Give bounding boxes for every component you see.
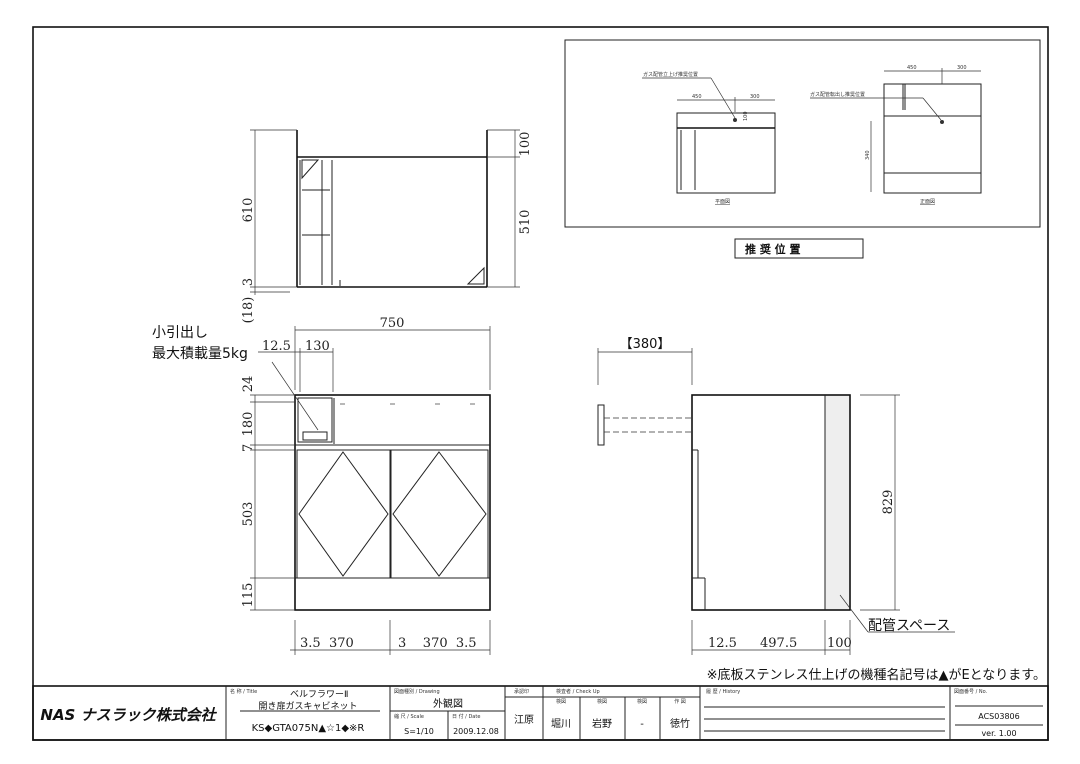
- check-col: 検図: [597, 698, 607, 705]
- dim-829: 829: [881, 490, 896, 515]
- inset-plan-450: 450: [692, 94, 702, 100]
- dim-610: 610: [241, 198, 256, 223]
- drawing-type: 外観図: [433, 697, 463, 710]
- title-line1: ベルフラワーⅡ: [290, 689, 348, 700]
- checker: 岩野: [592, 717, 612, 730]
- inset-front-300: 300: [957, 65, 967, 71]
- check-label: 検査者 / Check Up: [556, 688, 600, 695]
- dim-12-5-side: 12.5: [708, 636, 737, 651]
- dim-510: 510: [518, 210, 533, 235]
- inset-front-450: 450: [907, 65, 917, 71]
- dim-130: 130: [305, 339, 330, 354]
- pipe-space-label: 配管スペース: [868, 618, 950, 634]
- dim-7: 7: [241, 444, 256, 452]
- number-label: 図面番号 / No.: [954, 688, 988, 695]
- small-drawer: [297, 397, 333, 443]
- dim-12-5: 12.5: [262, 339, 291, 354]
- front-view: 750 12.5 130 24 180 7 503 115 3.5 370 3 …: [152, 316, 491, 655]
- check-col: 検図: [556, 698, 566, 705]
- dim-115: 115: [241, 583, 256, 608]
- drawer-note-line2: 最大積載量5kg: [152, 346, 248, 362]
- checker: -: [640, 719, 644, 730]
- inset-caption: 推 奨 位 置: [745, 242, 801, 256]
- model-number: KS◆GTA075N▲☆1◆※R: [252, 723, 365, 734]
- check-col: 検図: [637, 698, 647, 705]
- dim-497-5: 497.5: [760, 636, 797, 651]
- checker: 堀川: [551, 718, 571, 730]
- gas-pipe-flange: [597, 404, 605, 446]
- plan-view: 610 3 (18) 100 510: [241, 129, 533, 324]
- door-diamond-left: [298, 451, 389, 577]
- drawing-label: 図面種別 / Drawing: [394, 688, 440, 695]
- approver: 江原: [514, 714, 534, 726]
- title-label: 名 称 / Title: [230, 688, 257, 695]
- scale-label: 縮 尺 / Scale: [394, 713, 424, 720]
- inset-plan-300: 300: [750, 94, 760, 100]
- checker: 徳竹: [670, 717, 690, 730]
- dim-180: 180: [241, 412, 256, 437]
- scale-value: S=1/10: [404, 727, 434, 736]
- title-block: NAS ナスラック株式会社 名 称 / Title ベルフラワーⅡ 開き扉ガスキ…: [32, 685, 1049, 741]
- history-label: 履 歴 / History: [706, 689, 740, 695]
- dim-100: 100: [518, 132, 533, 157]
- leader-line: [271, 361, 319, 431]
- dim-380: 【380】: [620, 337, 671, 352]
- inset-front-340: 340: [865, 150, 871, 160]
- dim-bottom-right: 3 370 3.5: [398, 636, 477, 651]
- check-col: 作 図: [674, 698, 686, 705]
- dim-18: (18): [241, 297, 256, 324]
- dim-bottom-left: 3.5 370: [300, 636, 354, 651]
- title-line2: 開き扉ガスキャビネット: [258, 700, 357, 712]
- version: ver. 1.00: [981, 729, 1016, 738]
- dim-750: 750: [380, 316, 405, 331]
- dim-100-side: 100: [827, 636, 852, 651]
- inset-front-label: ガス配管転出し推奨位置: [810, 91, 865, 98]
- inset-front-title: 正面図: [920, 199, 935, 205]
- dim-24: 24: [241, 376, 256, 393]
- footnote: ※底板ステンレス仕上げの機種名記号は▲がEとなります。: [707, 667, 1046, 683]
- inset-plan-100: 100: [743, 111, 749, 121]
- dim-3: 3: [241, 278, 256, 286]
- door-diamond-right: [392, 451, 487, 577]
- side-view: 【380】 829 12.5 497.5 100 配管スペース: [597, 337, 955, 655]
- drawing-number: ACS03806: [978, 712, 1019, 721]
- inset-plan-title: 平面図: [715, 199, 730, 205]
- approve-label: 承認印: [514, 688, 529, 695]
- drawer-note-line1: 小引出し: [152, 325, 208, 341]
- dim-503: 503: [241, 502, 256, 527]
- company-logo: NAS ナスラック株式会社: [40, 706, 217, 724]
- date-label: 日 付 / Date: [452, 713, 480, 720]
- inset-plan-label: ガス配管立上げ推奨位置: [643, 71, 698, 78]
- date-value: 2009.12.08: [453, 727, 499, 736]
- recommended-position-inset: 450 300 100 ガス配管立上げ推奨位置 平面図 450 300 340 …: [564, 39, 1041, 259]
